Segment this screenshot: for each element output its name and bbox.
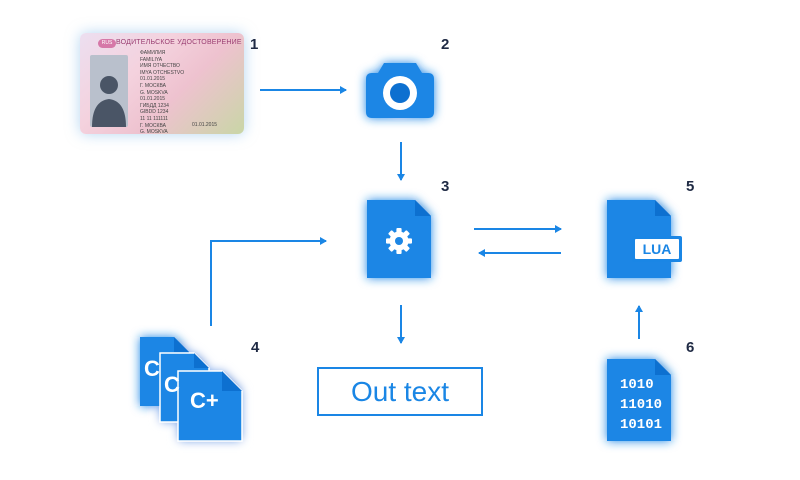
camera-icon [366, 63, 434, 118]
step-number-4: 4 [251, 339, 260, 356]
binary-document-icon [607, 359, 671, 441]
arrow-cpp-to-processor [210, 237, 327, 326]
person-silhouette-icon [92, 76, 126, 127]
c-label-back: C [144, 356, 160, 381]
binary-line: 11010 [620, 397, 663, 413]
gear-document-icon [367, 200, 431, 278]
card-photo [90, 55, 128, 127]
binary-line: 10101 [620, 417, 663, 433]
card-fields: ФАМИЛИЯ FAMILIYA ИМЯ ОТЧЕСТВО IMYA OTCHE… [140, 50, 185, 134]
arrows [210, 86, 643, 344]
lua-label: LUA [635, 239, 679, 259]
card-badge: RUS [98, 39, 116, 48]
step-number-2: 2 [441, 36, 450, 53]
output-text-box: Out text [317, 367, 483, 416]
card-date: 01.01.2015 [192, 122, 218, 128]
c-label-middle: C [164, 372, 180, 397]
binary-text: 1010 11010 10101 [620, 375, 662, 435]
card-title: ВОДИТЕЛЬСКОЕ УДОСТОВЕРЕНИЕ [116, 39, 242, 46]
step-number-6: 6 [686, 339, 695, 356]
cpp-documents-icon [140, 337, 243, 442]
binary-line: 1010 [620, 377, 654, 393]
step-number-1: 1 [250, 36, 259, 53]
step-number-5: 5 [686, 178, 695, 195]
id-card-image: RUS ВОДИТЕЛЬСКОЕ УДОСТОВЕРЕНИЕ ФАМИЛИЯ F… [80, 33, 244, 134]
step-number-3: 3 [441, 178, 450, 195]
cplus-label: C+ [190, 388, 219, 413]
lua-tag: LUA [632, 236, 682, 262]
